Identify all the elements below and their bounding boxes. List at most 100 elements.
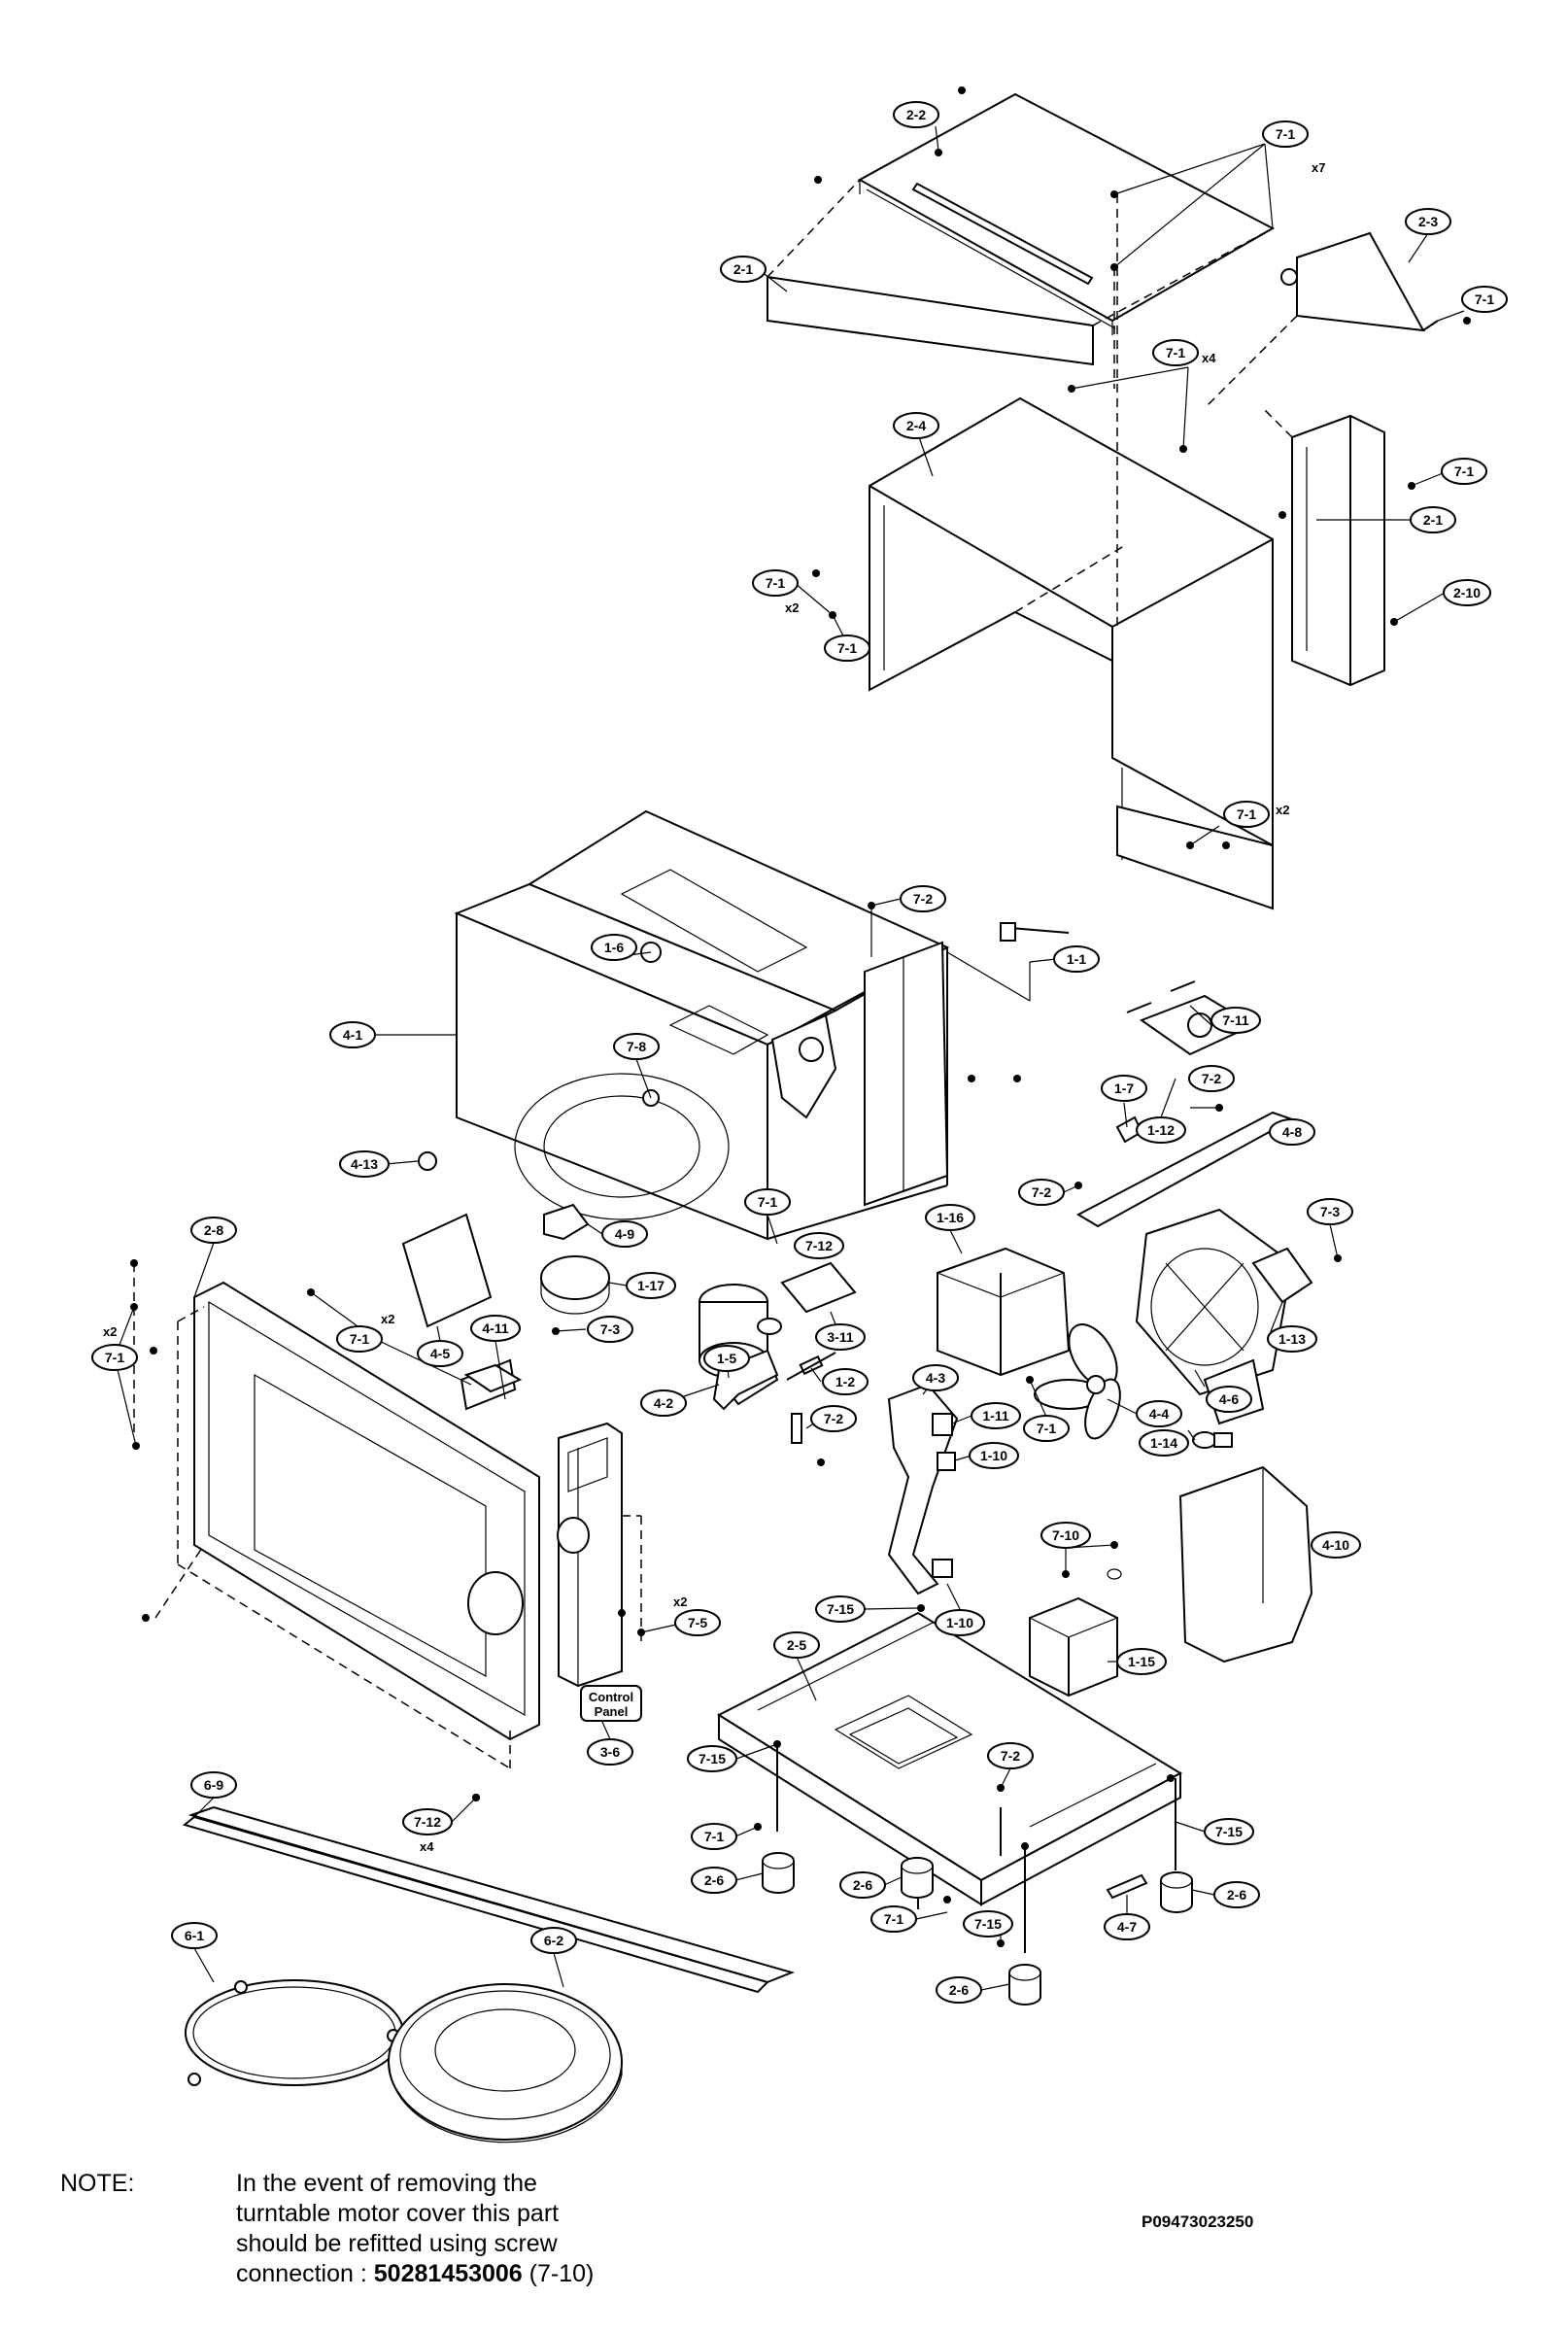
callout-7-15-c: 7-15 [1204, 1818, 1254, 1845]
svg-text:2-8: 2-8 [204, 1222, 223, 1238]
svg-text:7-1: 7-1 [1237, 806, 1256, 822]
svg-text:2-3: 2-3 [1418, 214, 1438, 229]
callout-1-10-b: 1-10 [935, 1609, 985, 1636]
svg-text:4-2: 4-2 [654, 1395, 673, 1411]
callout-2-1-side: 2-1 [1410, 506, 1456, 533]
callout-2-3: 2-3 [1405, 208, 1451, 235]
callout-7-10: 7-10 [1040, 1522, 1091, 1549]
svg-text:6-1: 6-1 [185, 1928, 204, 1943]
svg-text:7-12: 7-12 [805, 1238, 833, 1253]
bracket-4-8 [1074, 1104, 1295, 1228]
svg-text:7-5: 7-5 [688, 1615, 707, 1630]
svg-text:2-6: 2-6 [704, 1872, 724, 1888]
multiplier-x2-cabinet: x2 [785, 600, 799, 615]
callout-7-1-right: 7-1 [1461, 286, 1508, 313]
cabinet-screws [812, 86, 1471, 849]
callout-7-1-base2: 7-1 [870, 1905, 917, 1933]
svg-text:1-7: 1-7 [1114, 1080, 1134, 1096]
callout-7-12: 7-12 [794, 1232, 844, 1259]
control-panel-label-line2: Panel [595, 1704, 629, 1719]
multiplier-x4: x4 [1202, 351, 1216, 365]
svg-text:1-16: 1-16 [937, 1210, 964, 1225]
svg-text:1-6: 1-6 [604, 940, 624, 955]
note-suffix: (7-10) [522, 2260, 595, 2287]
svg-text:7-1: 7-1 [105, 1350, 124, 1365]
svg-text:6-2: 6-2 [544, 1933, 563, 1948]
svg-text:7-15: 7-15 [699, 1751, 726, 1766]
svg-text:7-12: 7-12 [414, 1814, 441, 1830]
callout-1-11: 1-11 [971, 1402, 1021, 1429]
callout-7-1-x4: 7-1 [1152, 339, 1199, 366]
callout-2-6-a: 2-6 [691, 1867, 737, 1894]
svg-text:2-5: 2-5 [787, 1637, 806, 1653]
callout-7-8: 7-8 [613, 1033, 660, 1060]
note-text: In the event of removing the turntable m… [236, 2169, 780, 2289]
svg-text:7-2: 7-2 [824, 1411, 843, 1426]
callout-2-6-b: 2-6 [839, 1871, 886, 1899]
svg-text:7-1: 7-1 [1276, 126, 1295, 142]
callout-4-7: 4-7 [1104, 1913, 1150, 1940]
note-connection-prefix: connection : [236, 2260, 374, 2287]
svg-text:2-1: 2-1 [733, 261, 753, 277]
callout-7-1-mid: 7-1 [744, 1188, 791, 1216]
note-line-2: turntable motor cover this part [236, 2200, 560, 2227]
control-panel [467, 1422, 642, 1722]
callout-2-1-top: 2-1 [720, 256, 767, 283]
callout-4-8: 4-8 [1269, 1118, 1315, 1146]
svg-text:2-4: 2-4 [906, 418, 926, 433]
glass-tray-6-2 [388, 1983, 623, 2143]
callout-7-2-top: 7-2 [900, 885, 946, 912]
callout-3-11: 3-11 [815, 1323, 866, 1351]
svg-text:4-8: 4-8 [1282, 1124, 1302, 1140]
svg-text:7-3: 7-3 [1320, 1204, 1340, 1219]
leader-lines [114, 125, 1465, 1991]
svg-text:7-2: 7-2 [1032, 1184, 1051, 1200]
svg-text:2-6: 2-6 [853, 1877, 872, 1893]
callout-4-13: 4-13 [339, 1150, 390, 1178]
multiplier-x4-door: x4 [420, 1839, 434, 1854]
side-panel-2-10 [1262, 407, 1385, 687]
callout-1-14: 1-14 [1139, 1429, 1189, 1457]
svg-text:7-3: 7-3 [600, 1321, 620, 1337]
callout-4-4: 4-4 [1136, 1400, 1182, 1427]
callout-7-2-c: 7-2 [1018, 1179, 1065, 1206]
svg-text:4-7: 4-7 [1117, 1919, 1137, 1935]
multiplier-x2-bottom: x2 [1276, 803, 1289, 817]
callout-6-2: 6-2 [530, 1927, 577, 1954]
callout-4-2: 4-2 [640, 1389, 687, 1417]
callout-7-12-b: 7-12 [402, 1808, 453, 1835]
callout-7-1-x2-bottom: 7-1 [1223, 801, 1270, 828]
svg-text:1-15: 1-15 [1128, 1654, 1155, 1669]
svg-text:1-12: 1-12 [1147, 1122, 1175, 1138]
svg-text:1-2: 1-2 [835, 1374, 855, 1389]
callout-7-15-a: 7-15 [815, 1595, 866, 1623]
callout-7-1-right2: 7-1 [1441, 458, 1487, 485]
note-line-3: should be refitted using screw [236, 2230, 558, 2257]
svg-text:2-6: 2-6 [949, 1982, 969, 1998]
control-panel-label-line1: Control [589, 1690, 633, 1704]
svg-text:7-15: 7-15 [827, 1601, 854, 1617]
callout-7-5: 7-5 [674, 1609, 721, 1636]
callout-7-3-left: 7-3 [587, 1316, 633, 1343]
svg-text:1-5: 1-5 [717, 1351, 736, 1366]
callout-7-3-right: 7-3 [1307, 1198, 1353, 1225]
callout-4-10: 4-10 [1311, 1531, 1361, 1559]
multiplier-x7: x7 [1312, 160, 1325, 175]
svg-text:4-4: 4-4 [1149, 1406, 1169, 1422]
svg-text:1-10: 1-10 [946, 1615, 973, 1630]
svg-text:7-1: 7-1 [766, 575, 785, 591]
callout-7-1-base: 7-1 [691, 1823, 737, 1850]
svg-text:7-1: 7-1 [1037, 1421, 1056, 1436]
callout-4-6: 4-6 [1206, 1386, 1252, 1413]
callout-1-6: 1-6 [591, 934, 637, 961]
h-v-transformer-1-15 [1029, 1541, 1122, 1698]
note-label: NOTE: [60, 2170, 135, 2197]
svg-text:7-1: 7-1 [884, 1911, 903, 1927]
diode-and-fuse [786, 1352, 836, 1466]
svg-text:7-2: 7-2 [1001, 1748, 1020, 1764]
lamp-1-14 [1192, 1431, 1233, 1449]
svg-text:2-1: 2-1 [1423, 512, 1443, 528]
feet-2-6 [762, 1852, 1193, 2006]
svg-text:4-11: 4-11 [482, 1320, 508, 1336]
note-line-4: connection : 50281453006 (7-10) [236, 2259, 780, 2289]
